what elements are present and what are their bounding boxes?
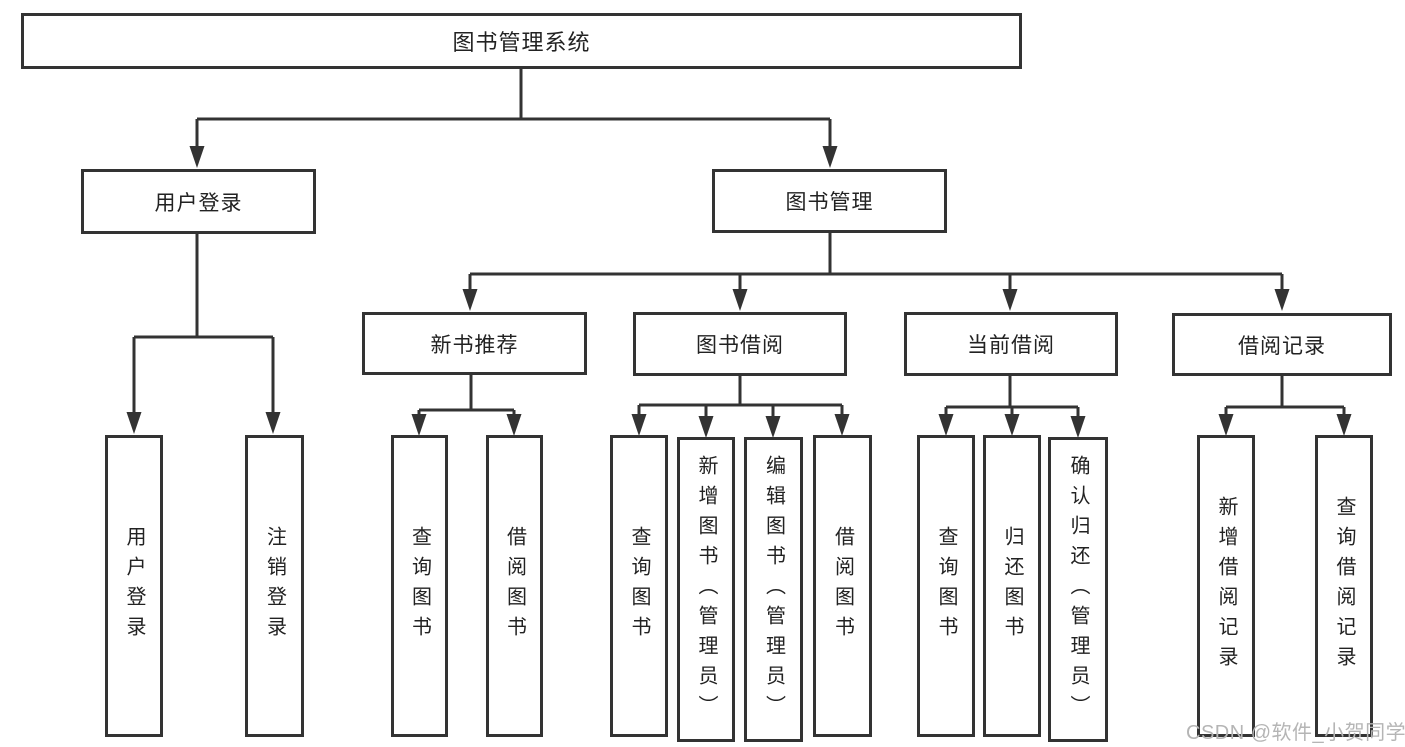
csdn-watermark: CSDN @软件_小贺同学 [1186, 722, 1405, 744]
arrow-icon [1004, 414, 1020, 436]
leaf-add-book-admin: 新增图书（管理员） [677, 437, 735, 742]
arrow-icon [1002, 289, 1018, 311]
arrow-icon [698, 416, 714, 438]
arrow-icon [189, 146, 205, 168]
leaf-query-books-recommend: 查询图书 [391, 435, 448, 737]
arrow-icon [822, 146, 838, 168]
node-root: 图书管理系统 [21, 13, 1022, 69]
leaf-logout: 注销登录 [245, 435, 304, 737]
leaf-edit-book-admin: 编辑图书（管理员） [744, 437, 803, 742]
node-book-borrow: 图书借阅 [633, 312, 847, 376]
arrow-icon [506, 414, 522, 436]
arrow-icon [126, 412, 142, 434]
node-borrow-records: 借阅记录 [1172, 313, 1392, 376]
arrow-icon [1218, 414, 1234, 436]
leaf-query-borrow-record: 查询借阅记录 [1315, 435, 1373, 737]
node-current-borrow: 当前借阅 [904, 312, 1118, 376]
arrow-icon [1070, 416, 1086, 438]
leaf-borrow-books-recommend: 借阅图书 [486, 435, 543, 737]
leaf-return-book: 归还图书 [983, 435, 1041, 737]
leaf-borrow-books-borrow: 借阅图书 [813, 435, 872, 737]
arrow-icon [462, 289, 478, 311]
leaf-query-books-current: 查询图书 [917, 435, 975, 737]
leaf-add-borrow-record: 新增借阅记录 [1197, 435, 1255, 737]
arrow-icon [411, 414, 427, 436]
arrow-icon [732, 289, 748, 311]
arrow-icon [938, 414, 954, 436]
node-new-book-recommend: 新书推荐 [362, 312, 587, 375]
leaf-query-books-borrow: 查询图书 [610, 435, 668, 737]
leaf-user-login: 用户登录 [105, 435, 163, 737]
arrow-icon [265, 412, 281, 434]
tree-edges [132, 69, 1346, 418]
arrow-icon [631, 414, 647, 436]
node-book-management: 图书管理 [712, 169, 947, 233]
arrow-icon [1274, 289, 1290, 311]
node-user-login: 用户登录 [81, 169, 316, 234]
arrow-icon [834, 414, 850, 436]
arrow-icon [1336, 414, 1352, 436]
leaf-confirm-return-admin: 确认归还（管理员） [1048, 437, 1108, 742]
arrowheads [126, 146, 1352, 438]
arrow-icon [765, 416, 781, 438]
